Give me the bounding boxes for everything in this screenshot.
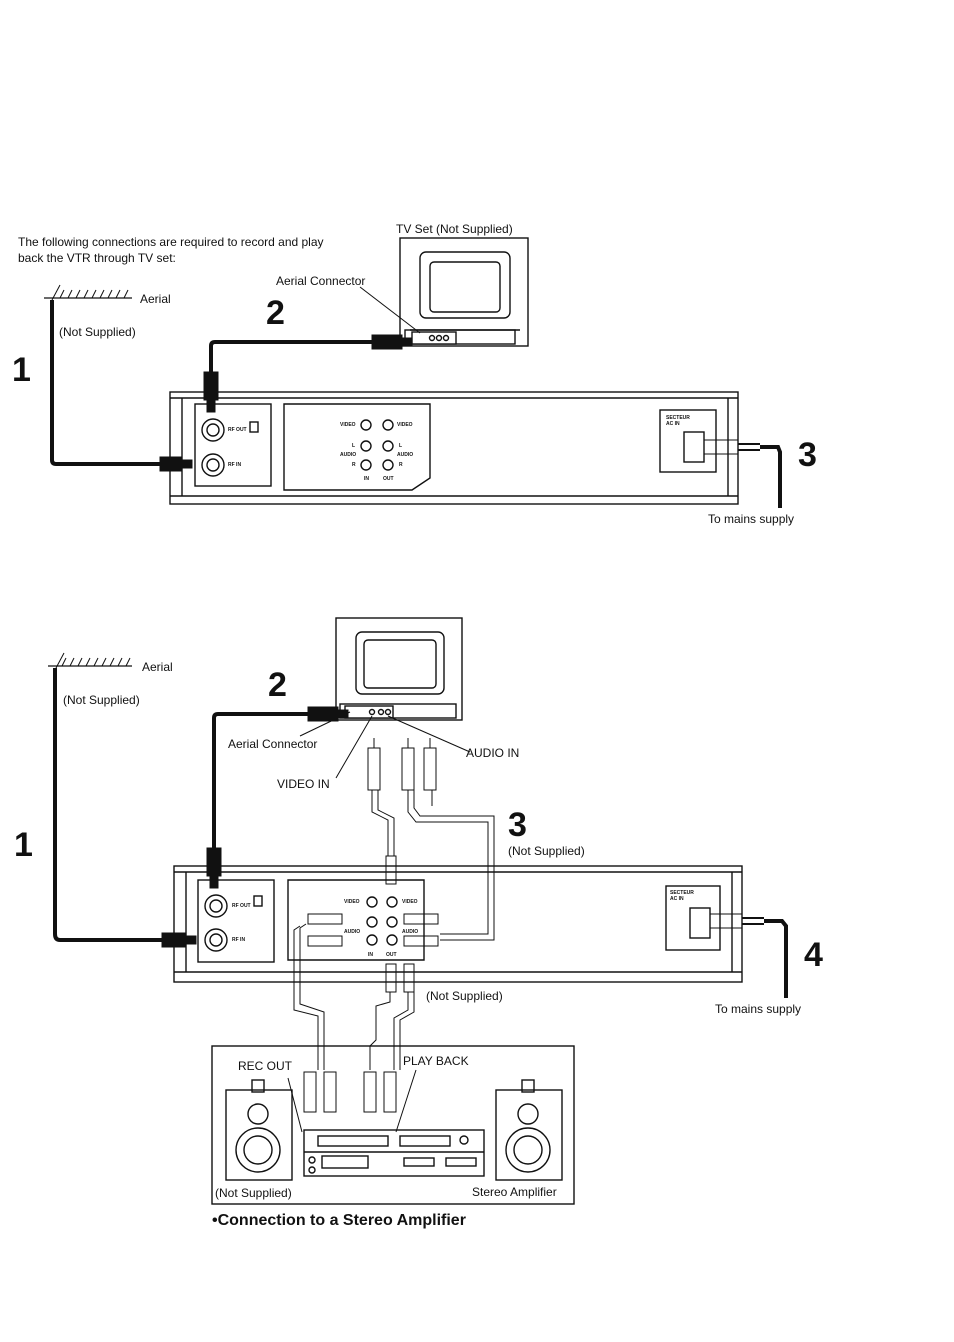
video-in-label-1: VIDEO: [340, 422, 356, 428]
audio-in-label-panel-2: AUDIO: [344, 929, 361, 935]
not-supplied-label-1: (Not Supplied): [59, 325, 136, 339]
not-supplied-cable-label: (Not Supplied): [426, 989, 503, 1003]
rf-in-label-1: RF IN: [228, 462, 242, 468]
step-4-number-2: 4: [804, 936, 823, 974]
audio-in-label-1: AUDIO: [340, 452, 357, 458]
not-supplied-label-2: (Not Supplied): [63, 693, 140, 707]
aerial-connector-label-2: Aerial Connector: [228, 737, 318, 751]
rf-out-label-1: RF OUT: [228, 427, 247, 433]
tv-set-2: [299, 617, 471, 779]
rf-out-label-2: RF OUT: [232, 903, 251, 909]
step-2-number: 2: [266, 294, 285, 332]
video-in-label-2: VIDEO IN: [277, 777, 330, 791]
step-3-number-2: 3: [508, 806, 527, 844]
step-1-number-2: 1: [14, 826, 33, 864]
audio-l-in-label-1: L: [352, 443, 356, 449]
ac-in-label-2: AC IN: [670, 896, 684, 902]
figure-caption: •Connection to a Stereo Amplifier: [212, 1212, 466, 1229]
out-label-1: OUT: [383, 476, 394, 482]
cable-1-aerial-to-vtr-2: [53, 932, 197, 948]
aerial-2: [48, 652, 132, 934]
out-label-2: OUT: [386, 952, 397, 958]
av-cables: [293, 790, 495, 1070]
power-cord-2: [709, 913, 788, 998]
vtr-rear-panel-1: [169, 391, 739, 505]
stereo-amplifier: [211, 1045, 575, 1205]
stereo-amplifier-label: Stereo Amplifier: [472, 1185, 557, 1199]
power-cord-1: [703, 439, 782, 508]
audio-r-in-label-1: R: [352, 462, 356, 468]
cable-2-vtr-to-tv-2: [206, 706, 349, 889]
step-2-number-2: 2: [268, 666, 287, 704]
ac-in-label-1: AC IN: [666, 421, 680, 427]
aerial-label-2: Aerial: [142, 660, 173, 674]
rca-plugs: [303, 738, 439, 1113]
secteur-label-2: SECTEUR: [670, 890, 694, 896]
intro-text-line-1: The following connections are required t…: [18, 235, 324, 249]
in-label-2: IN: [368, 952, 373, 958]
audio-in-label-2: AUDIO IN: [466, 746, 520, 760]
audio-out-label-1: AUDIO: [397, 452, 414, 458]
intro-text-line-2: back the VTR through TV set:: [18, 251, 176, 265]
video-in-label-panel-2: VIDEO: [344, 899, 360, 905]
tv-set-label: TV Set (Not Supplied): [396, 222, 513, 236]
aerial-label-1: Aerial: [140, 292, 171, 306]
not-supplied-label-3: (Not Supplied): [508, 844, 585, 858]
audio-l-out-label-1: L: [399, 443, 403, 449]
rf-in-label-2: RF IN: [232, 937, 246, 943]
mains-supply-label-1: To mains supply: [708, 512, 795, 526]
aerial-1: [44, 284, 132, 460]
audio-out-label-panel-2: AUDIO: [402, 929, 419, 935]
in-label-1: IN: [364, 476, 369, 482]
rec-out-label: REC OUT: [238, 1059, 292, 1073]
video-out-label-1: VIDEO: [397, 422, 413, 428]
cable-1-aerial-to-vtr: [50, 456, 193, 472]
aerial-connector-label-1: Aerial Connector: [276, 274, 366, 288]
audio-r-out-label-1: R: [399, 462, 403, 468]
mains-supply-label-2: To mains supply: [715, 1002, 802, 1016]
step-1-number: 1: [12, 351, 31, 389]
video-out-label-panel-2: VIDEO: [402, 899, 418, 905]
cable-2-vtr-to-tv: [203, 334, 413, 413]
step-3-number: 3: [798, 436, 817, 474]
secteur-label-1: SECTEUR: [666, 415, 690, 421]
play-back-label: PLAY BACK: [403, 1054, 469, 1068]
tv-set-1: [359, 237, 529, 347]
amp-not-supplied-label: (Not Supplied): [215, 1186, 292, 1200]
vtr-rear-panel-2: [173, 865, 743, 983]
